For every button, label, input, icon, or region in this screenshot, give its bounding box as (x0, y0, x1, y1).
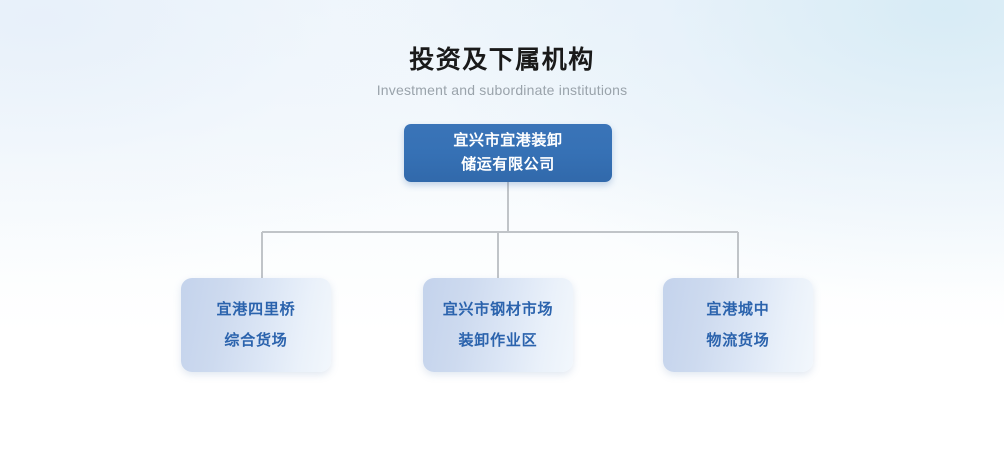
org-node-root[interactable]: 宜兴市宜港装卸 储运有限公司 (404, 124, 612, 182)
org-node-child-1-line-1: 宜兴市钢材市场 (442, 301, 554, 318)
page-title: 投资及下属机构 (409, 46, 595, 74)
org-node-child-0[interactable]: 宜港四里桥 综合货场 (181, 278, 331, 372)
page-heading: 投资及下属机构 Investment and subordinate insti… (0, 44, 1004, 99)
org-node-root-line-2: 储运有限公司 (461, 156, 555, 173)
org-node-root-line-1: 宜兴市宜港装卸 (453, 132, 563, 149)
org-node-child-0-line-2: 综合货场 (224, 332, 288, 349)
org-node-child-2-line-1: 宜港城中 (706, 301, 770, 318)
org-node-child-2[interactable]: 宜港城中 物流货场 (663, 278, 813, 372)
page-subtitle: Investment and subordinate institutions (376, 82, 628, 98)
org-node-child-1[interactable]: 宜兴市钢材市场 装卸作业区 (423, 278, 573, 372)
org-node-child-0-line-1: 宜港四里桥 (216, 301, 296, 318)
org-node-child-2-line-2: 物流货场 (706, 332, 770, 349)
org-node-child-1-line-2: 装卸作业区 (458, 332, 538, 349)
